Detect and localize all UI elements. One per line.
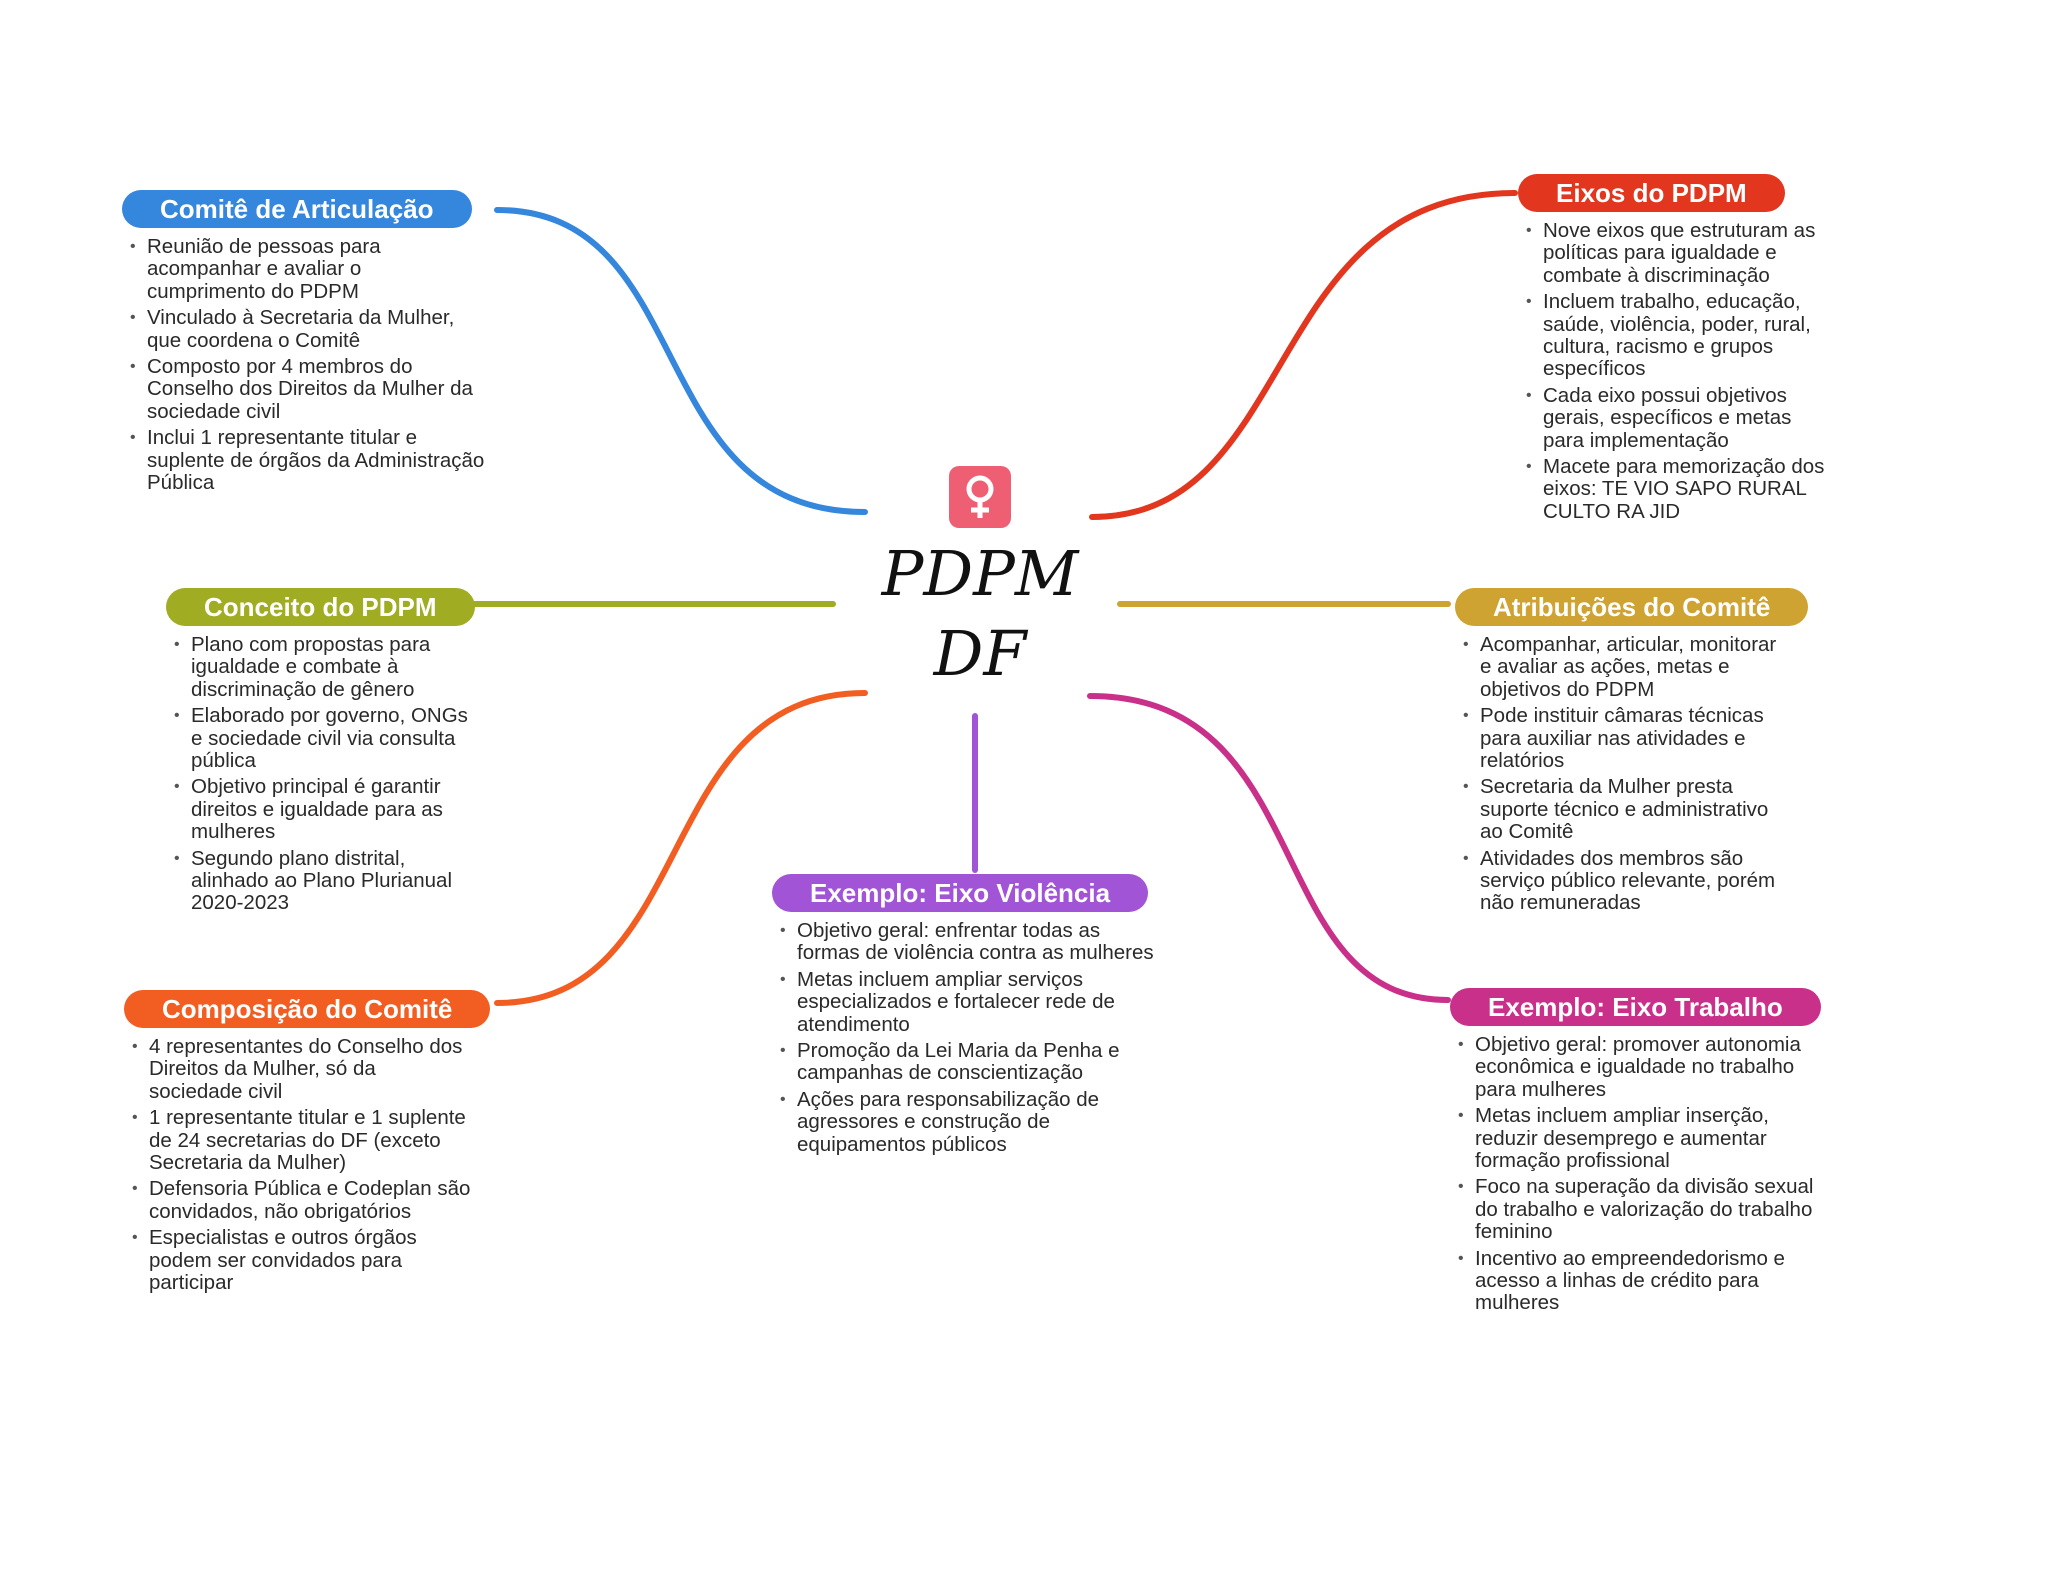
note: Metas incluem ampliar serviços especiali… xyxy=(780,968,1155,1036)
note: Plano com propostas para igualdade e com… xyxy=(174,633,484,701)
note: Reunião de pessoas para acompanhar e ava… xyxy=(130,235,485,303)
note: Incentivo ao empreendedorismo e acesso a… xyxy=(1458,1247,1833,1315)
note: Objetivo principal é garantir direitos e… xyxy=(174,776,484,843)
note: 4 representantes do Conselho dos Direito… xyxy=(132,1035,472,1103)
topic-conceito-pdpm[interactable]: Conceito do PDPM xyxy=(166,588,475,626)
note: Incluem trabalho, educação, saúde, violê… xyxy=(1526,291,1836,381)
note: Metas incluem ampliar inserção, reduzir … xyxy=(1458,1104,1833,1172)
note: Especialistas e outros órgãos podem ser … xyxy=(132,1227,472,1294)
note: Objetivo geral: promover autonomia econô… xyxy=(1458,1033,1833,1101)
note: Acompanhar, articular, monitorar e avali… xyxy=(1463,633,1788,701)
note: Cada eixo possui objetivos gerais, espec… xyxy=(1526,384,1836,452)
notes-eixo-trabalho: Objetivo geral: promover autonomia econô… xyxy=(1450,1033,1833,1315)
note: Secretaria da Mulher presta suporte técn… xyxy=(1463,776,1788,843)
topic-eixos-pdpm[interactable]: Eixos do PDPM xyxy=(1518,174,1785,212)
central-title-line-2: DF xyxy=(933,617,1027,690)
central-topic[interactable]: PDPM DF xyxy=(870,466,1090,694)
note: Macete para memorização dos eixos: TE VI… xyxy=(1526,455,1836,523)
note: Defensoria Pública e Codeplan são convid… xyxy=(132,1178,472,1223)
central-title-line-1: PDPM xyxy=(881,537,1079,610)
topic-composicao-comite[interactable]: Composição do Comitê xyxy=(124,990,491,1028)
note: Inclui 1 representante titular e suplent… xyxy=(130,427,485,494)
topic-eixo-trabalho[interactable]: Exemplo: Eixo Trabalho xyxy=(1450,988,1821,1026)
notes-atribuicoes-comite: Acompanhar, articular, monitorar e avali… xyxy=(1455,633,1788,915)
notes-eixo-violencia: Objetivo geral: enfrentar todas as forma… xyxy=(772,919,1155,1156)
note: Composto por 4 membros do Conselho dos D… xyxy=(130,355,485,423)
topic-atribuicoes-comite[interactable]: Atribuições do Comitê xyxy=(1455,588,1809,626)
note: Promoção da Lei Maria da Penha e campanh… xyxy=(780,1039,1155,1085)
notes-comite-articulacao: Reunião de pessoas para acompanhar e ava… xyxy=(122,235,485,494)
note: Foco na superação da divisão sexual do t… xyxy=(1458,1176,1833,1243)
branch-comite-articulacao: Comitê de Articulação Reunião de pessoas… xyxy=(122,190,485,498)
branch-eixos-pdpm: Eixos do PDPM Nove eixos que estruturam … xyxy=(1518,174,1836,527)
female-symbol-icon xyxy=(949,466,1011,528)
note: Pode instituir câmaras técnicas para aux… xyxy=(1463,704,1788,772)
topic-eixo-violencia[interactable]: Exemplo: Eixo Violência xyxy=(772,874,1149,912)
branch-eixo-trabalho: Exemplo: Eixo Trabalho Objetivo geral: p… xyxy=(1450,988,1833,1319)
connector-eixo-trabalho xyxy=(1087,693,1451,1003)
connector-eixos-pdpm xyxy=(1089,190,1518,520)
connector-composicao-comite xyxy=(494,690,868,1006)
central-title: PDPM DF xyxy=(870,534,1090,694)
branch-atribuicoes-comite: Atribuições do Comitê Acompanhar, articu… xyxy=(1455,588,1809,919)
note: Segundo plano distrital, alinhado ao Pla… xyxy=(174,847,484,915)
connector-comite-articulacao xyxy=(494,207,868,515)
notes-eixos-pdpm: Nove eixos que estruturam as políticas p… xyxy=(1518,219,1836,523)
note: Vinculado à Secretaria da Mulher, que co… xyxy=(130,307,485,352)
note: Atividades dos membros são serviço públi… xyxy=(1463,847,1788,915)
note: Objetivo geral: enfrentar todas as forma… xyxy=(780,919,1155,965)
topic-comite-articulacao[interactable]: Comitê de Articulação xyxy=(122,190,472,228)
branch-composicao-comite: Composição do Comitê 4 representantes do… xyxy=(124,990,491,1298)
note: Elaborado por governo, ONGs e sociedade … xyxy=(174,704,484,772)
note: Ações para responsabilização de agressor… xyxy=(780,1088,1155,1156)
branch-conceito-pdpm: Conceito do PDPM Plano com propostas par… xyxy=(166,588,484,919)
note: Nove eixos que estruturam as políticas p… xyxy=(1526,219,1836,287)
notes-conceito-pdpm: Plano com propostas para igualdade e com… xyxy=(166,633,484,915)
notes-composicao-comite: 4 representantes do Conselho dos Direito… xyxy=(124,1035,472,1294)
note: 1 representante titular e 1 suplente de … xyxy=(132,1106,472,1174)
branch-eixo-violencia: Exemplo: Eixo Violência Objetivo geral: … xyxy=(772,874,1155,1160)
